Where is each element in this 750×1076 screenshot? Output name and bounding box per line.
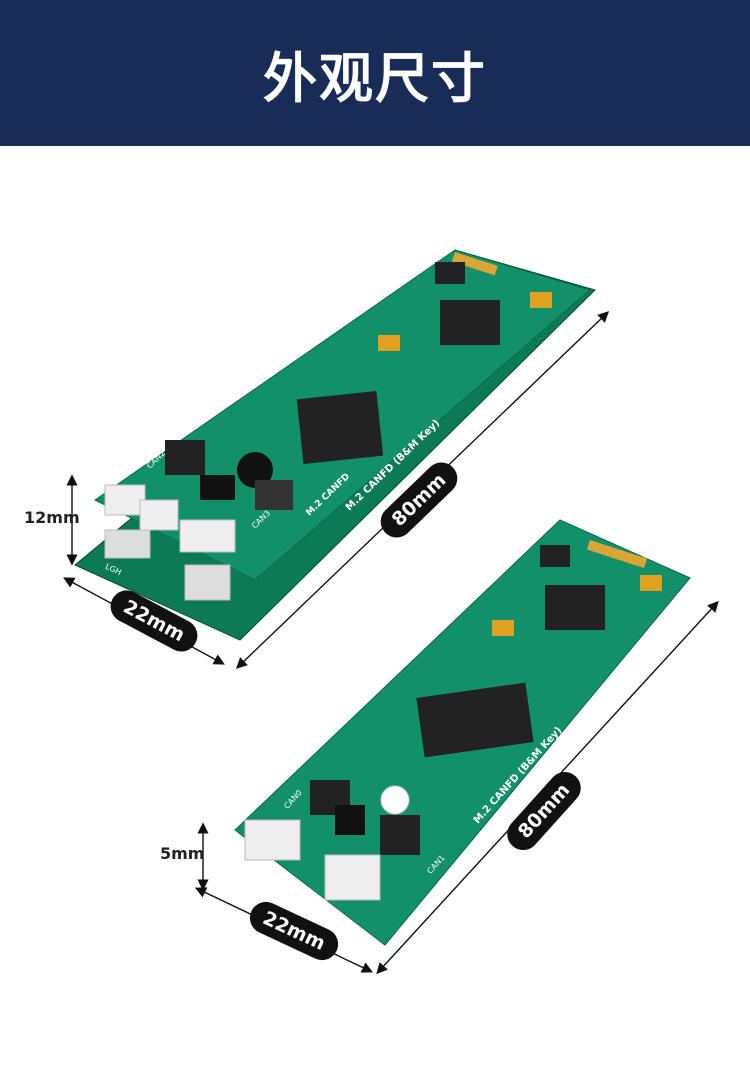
height-label-single: 5mm (160, 844, 205, 863)
height-label-stacked: 12mm (24, 508, 80, 527)
header-banner: 外观尺寸 (0, 0, 750, 146)
page-title: 外观尺寸 (263, 46, 487, 110)
chip-icon (296, 390, 384, 465)
single-board (234, 519, 691, 946)
